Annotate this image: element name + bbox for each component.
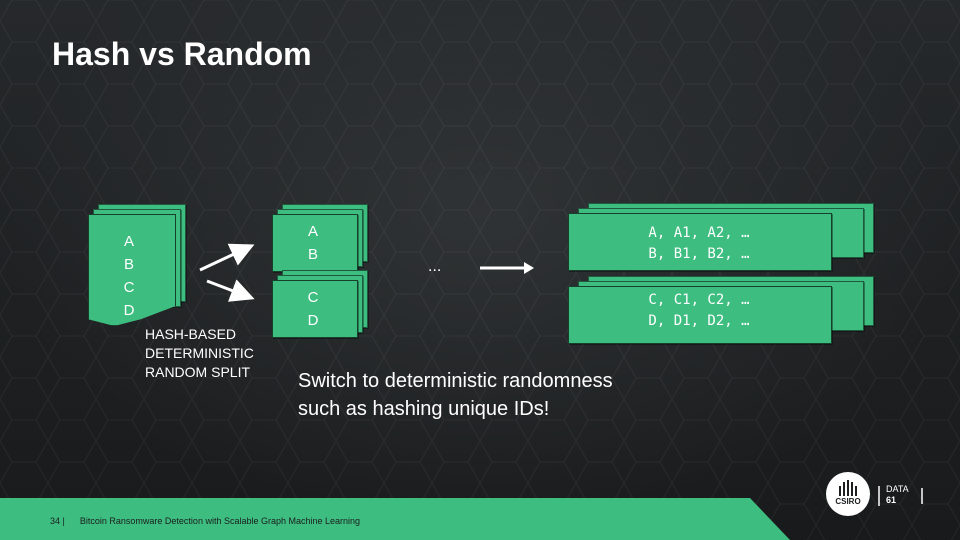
key-message-line: Switch to deterministic randomness (298, 370, 613, 392)
arrow-down-icon (206, 279, 255, 302)
data61-line2: 61 (886, 495, 897, 505)
doc-line: B (123, 256, 134, 273)
doc-line: A (307, 223, 318, 240)
doc-line: A (123, 233, 134, 250)
doc-line: D (307, 312, 319, 329)
split-arrows (199, 243, 255, 302)
footer: 34 | Bitcoin Ransomware Detection with S… (50, 516, 360, 526)
data61-line1: DATA (886, 484, 909, 494)
footer-bar (0, 498, 790, 540)
split-label: HASH-BASED DETERMINISTIC RANDOM SPLIT (145, 325, 275, 382)
source-document-stack: A B C D (88, 204, 186, 336)
csiro-logo-text: CSIRO (835, 497, 861, 506)
slide-title: Hash vs Random (52, 36, 312, 72)
doc-line: D, D1, D2, … (648, 313, 750, 329)
split-document-stack-ab: A B (272, 204, 368, 272)
csiro-emblem-icon (839, 480, 857, 496)
footer-title: Bitcoin Ransomware Detection with Scalab… (79, 516, 361, 526)
doc-line: C, C1, C2, … (648, 292, 750, 308)
doc-line: C (307, 289, 319, 306)
page-number: 34 | (50, 516, 65, 526)
doc-line: C (123, 279, 135, 296)
key-message: Switch to deterministic randomness such … (298, 367, 718, 423)
key-message-line: such as hashing unique IDs! (298, 398, 550, 420)
right-arrow-icon (480, 262, 534, 274)
csiro-logo: CSIRO (826, 472, 870, 516)
data61-frame-icon (878, 486, 923, 506)
doc-line: D (123, 302, 135, 319)
split-label-line: DETERMINISTIC (145, 345, 254, 361)
expanded-document-stack-ab: A, A1, A2, … B, B1, B2, … (568, 203, 874, 271)
doc-line: B, B1, B2, … (648, 246, 750, 262)
split-document-stack-cd: C D (272, 270, 368, 338)
doc-line: A, A1, A2, … (648, 225, 750, 241)
data61-logo: DATA 61 (878, 478, 928, 514)
expanded-document-stack-cd: C, C1, C2, … D, D1, D2, … (568, 276, 874, 344)
split-label-line: RANDOM SPLIT (145, 364, 251, 380)
ellipsis: ... (428, 258, 442, 275)
arrow-up-icon (199, 243, 255, 272)
doc-line: B (307, 246, 318, 263)
split-label-line: HASH-BASED (145, 326, 237, 342)
